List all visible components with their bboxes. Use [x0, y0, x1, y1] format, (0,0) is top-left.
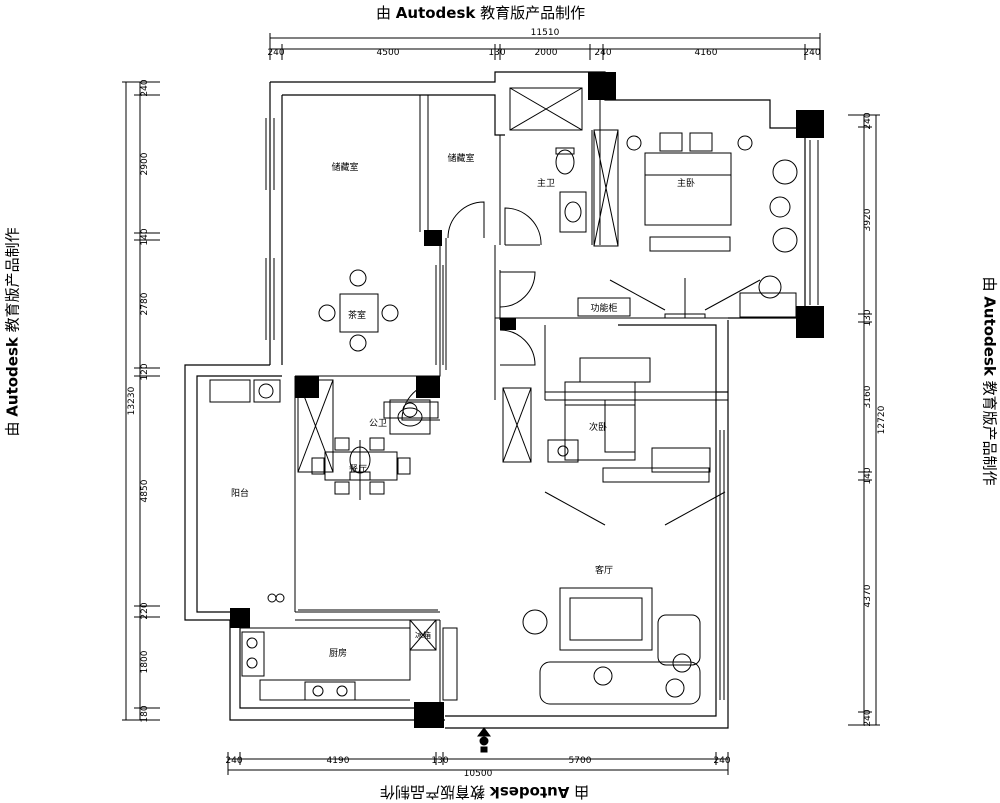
second-bedroom-furniture	[503, 358, 725, 525]
dim-right-2: 3920	[863, 208, 873, 231]
label-storage-room: 储藏室	[331, 161, 358, 173]
dim-left-9: 180	[140, 705, 150, 722]
dimension-right	[848, 115, 880, 725]
dim-left-6: 4850	[140, 479, 150, 502]
dim-right-6: 4370	[863, 584, 873, 607]
dim-top-total: 11510	[531, 28, 560, 38]
dim-bottom-5: 240	[713, 756, 730, 766]
living-room-furniture	[523, 588, 700, 704]
dim-top-6: 4160	[695, 48, 718, 58]
label-public-bath: 公卫	[369, 418, 387, 429]
dining-furniture	[312, 402, 438, 500]
dim-left-3: 140	[140, 228, 150, 245]
dim-top-3: 130	[488, 48, 505, 58]
dim-left-5: 120	[140, 363, 150, 380]
dim-left-total: 13230	[127, 386, 137, 415]
label-second-bedroom: 次卧	[589, 421, 607, 433]
dim-right-total: 12720	[877, 405, 887, 434]
label-balcony: 阳台	[231, 487, 249, 499]
structural-columns	[230, 72, 824, 728]
label-master-bedroom: 主卧	[677, 177, 695, 189]
dim-top-2: 4500	[377, 48, 400, 58]
label-master-bath: 主卫	[537, 177, 555, 189]
dim-right-5: 140	[863, 467, 873, 484]
dim-left-8: 1800	[140, 650, 150, 673]
dim-right-1: 240	[863, 112, 873, 129]
dim-left-2: 2900	[140, 152, 150, 175]
entrance-marker	[478, 728, 490, 752]
dim-top-4: 2000	[535, 48, 558, 58]
kitchen-fixtures	[240, 620, 436, 700]
dim-right-7: 240	[863, 709, 873, 726]
dim-top-5: 240	[594, 48, 611, 58]
dim-bottom-2: 4190	[327, 756, 350, 766]
label-function-cabinet: 功能柜	[590, 302, 617, 314]
dimension-text: 11510 240 4500 130 2000 240 4160 240 105…	[127, 28, 887, 779]
dim-top-7: 240	[803, 48, 820, 58]
dim-bottom-1: 240	[225, 756, 242, 766]
label-cloak-room: 储藏室	[447, 152, 474, 164]
dim-right-4: 3160	[863, 385, 873, 408]
dim-right-3: 130	[863, 309, 873, 326]
dim-left-4: 2780	[140, 292, 150, 315]
master-bath-fixtures	[510, 88, 618, 246]
dim-bottom-3: 130	[431, 756, 448, 766]
master-bedroom-furniture	[578, 133, 797, 318]
label-fridge: 冰箱	[415, 630, 431, 640]
dim-bottom-4: 5700	[569, 756, 592, 766]
dim-left-7: 220	[140, 602, 150, 619]
dim-bottom-total: 10500	[464, 769, 493, 779]
dim-top-1: 240	[267, 48, 284, 58]
dim-left-1: 240	[140, 79, 150, 96]
label-living-room: 客厅	[595, 564, 613, 576]
label-tea-room: 茶室	[348, 309, 366, 321]
label-kitchen: 厨房	[329, 647, 347, 659]
label-dining-room: 餐厅	[349, 463, 367, 475]
